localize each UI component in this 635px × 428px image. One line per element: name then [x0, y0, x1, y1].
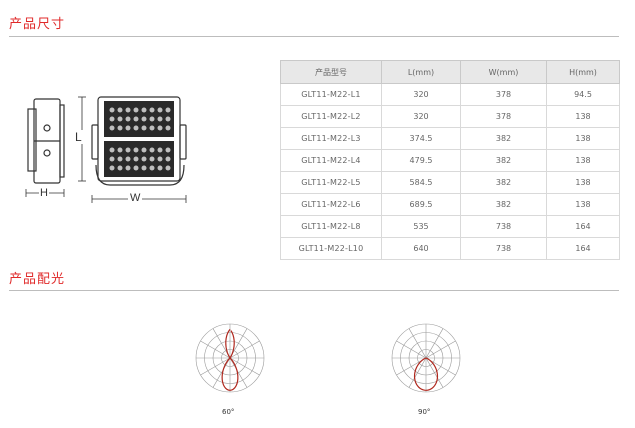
header-h: H(mm): [546, 60, 620, 84]
polar-chart-90: [391, 323, 461, 393]
dimension-l-label: L: [74, 130, 83, 144]
polar-angle-label: 90°: [418, 408, 431, 416]
light-distribution-title: 产品配光: [9, 272, 66, 287]
dimension-h-label: H: [39, 187, 49, 199]
intensity-curve: [413, 357, 439, 391]
product-drawing: [25, 96, 187, 203]
divider: [9, 290, 619, 291]
polar-angle-label: 60°: [222, 408, 235, 416]
header-w: W(mm): [460, 60, 547, 84]
polar-chart-60: [195, 323, 265, 393]
product-size-title: 产品尺寸: [9, 17, 66, 32]
dimension-w-label: W: [128, 192, 143, 204]
divider: [9, 36, 619, 37]
table-header-row: 产品型号 L(mm) W(mm) H(mm): [280, 60, 620, 84]
intensity-curve: [221, 328, 239, 391]
header-model: 产品型号: [280, 60, 382, 84]
header-l: L(mm): [381, 60, 461, 84]
